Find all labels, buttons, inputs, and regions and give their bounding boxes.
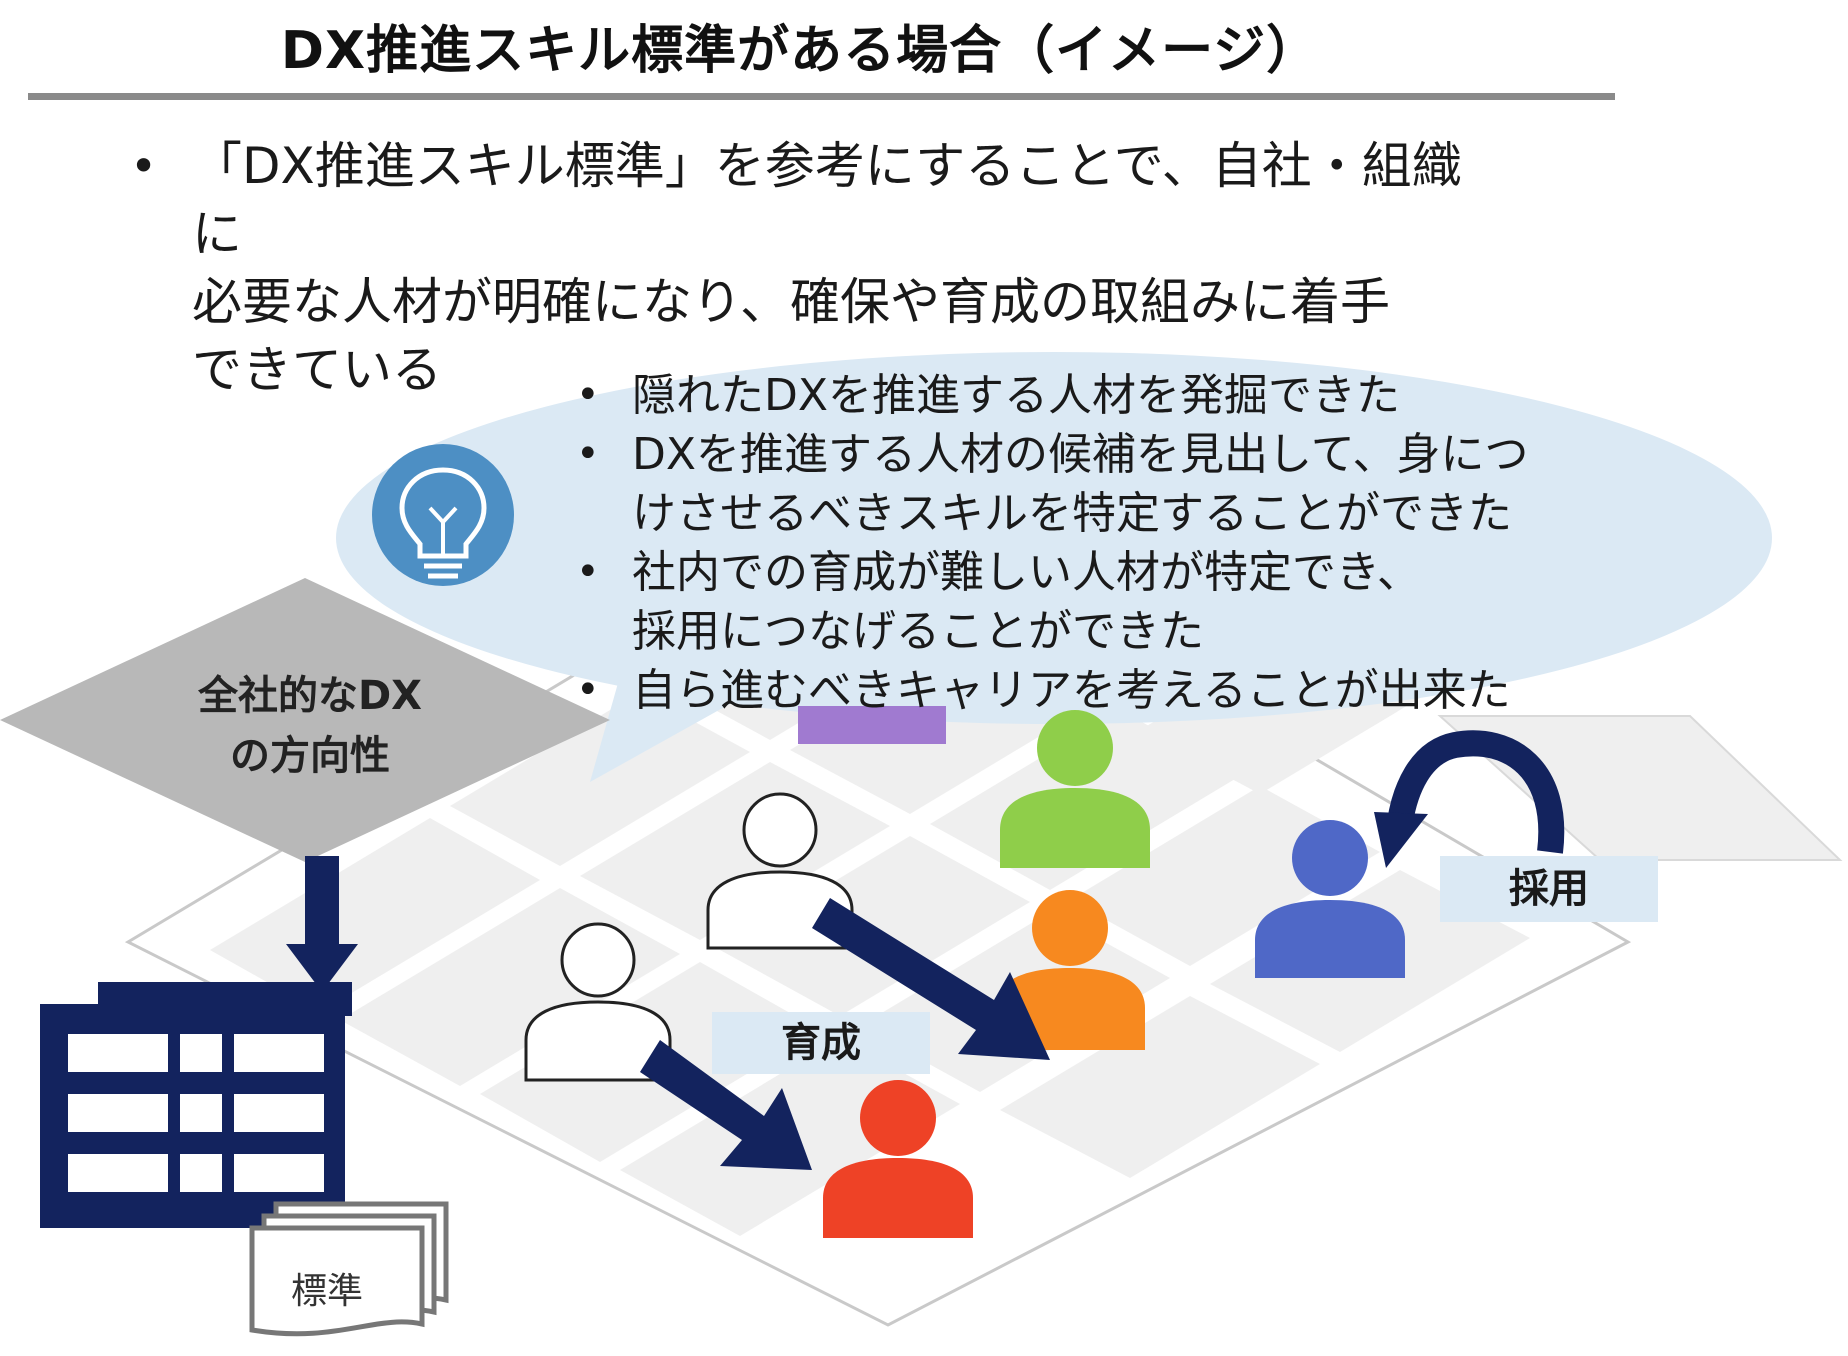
lightbulb-icon <box>372 444 514 586</box>
bubble-bullet-list: 隠れたDXを推進する人材を発掘できた DXを推進する人材の候補を見出して、身につ… <box>570 366 1550 720</box>
person-icon-outline-2 <box>524 922 672 1082</box>
main-bullet-line-1: 「DX推進スキル標準」を参考にすることで、自社・組織に <box>192 137 1462 263</box>
title-divider <box>28 93 1615 100</box>
main-bullet-line-3: できている <box>192 341 442 399</box>
main-bullet: 「DX推進スキル標準」を参考にすることで、自社・組織に 必要な人材が明確になり、… <box>130 132 1500 404</box>
bubble-bullet-2-line-1: DXを推進する人材の候補を見出して、身につ <box>632 429 1529 480</box>
person-icon-green <box>1000 710 1150 868</box>
bubble-bullet: 隠れたDXを推進する人材を発掘できた <box>570 366 1550 425</box>
diamond-label-line-1: 全社的なDX <box>197 673 423 719</box>
main-bullet-line-2: 必要な人材が明確になり、確保や育成の取組みに着手 <box>192 273 1390 331</box>
document-stack-icon <box>249 1201 449 1337</box>
growth-arrow-icon <box>640 898 1050 1170</box>
bubble-bullet-3-line-2: 採用につなげることができた <box>632 606 1204 657</box>
document-label: 標準 <box>290 1271 363 1312</box>
person-icon-blue <box>1255 820 1405 978</box>
diamond-label-line-2: の方向性 <box>230 733 390 779</box>
bubble-bullet-3-line-1: 社内での育成が難しい人材が特定でき、 <box>632 547 1421 598</box>
bubble-bullet: 自ら進むべきキャリアを考えることが出来た <box>570 661 1550 720</box>
recruit-curve-arrow-icon <box>1374 730 1565 868</box>
direction-diamond <box>0 578 610 862</box>
bubble-bullet: DXを推進する人材の候補を見出して、身につ けさせるべきスキルを特定することがで… <box>570 425 1550 543</box>
bubble-bullet-2-line-2: けさせるべきスキルを特定することができた <box>632 488 1512 539</box>
building-icon <box>40 982 352 1228</box>
person-icon-red <box>823 1080 973 1238</box>
down-arrow-icon <box>286 856 358 992</box>
bubble-bullet: 社内での育成が難しい人材が特定でき、 採用につなげることができた <box>570 543 1550 661</box>
recruitment-tag: 採用 <box>1440 856 1658 922</box>
diamond-label: 全社的なDX の方向性 <box>150 666 470 786</box>
bubble-bullet-1-line-1: 隠れたDXを推進する人材を発掘できた <box>632 370 1401 421</box>
page-title: DX推進スキル標準がある場合（イメージ） <box>280 21 1320 81</box>
main-bullet-list: 「DX推進スキル標準」を参考にすることで、自社・組織に 必要な人材が明確になり、… <box>130 132 1500 404</box>
bubble-bullet-4-line-1: 自ら進むべきキャリアを考えることが出来た <box>632 665 1511 716</box>
training-tag: 育成 <box>712 1012 930 1074</box>
